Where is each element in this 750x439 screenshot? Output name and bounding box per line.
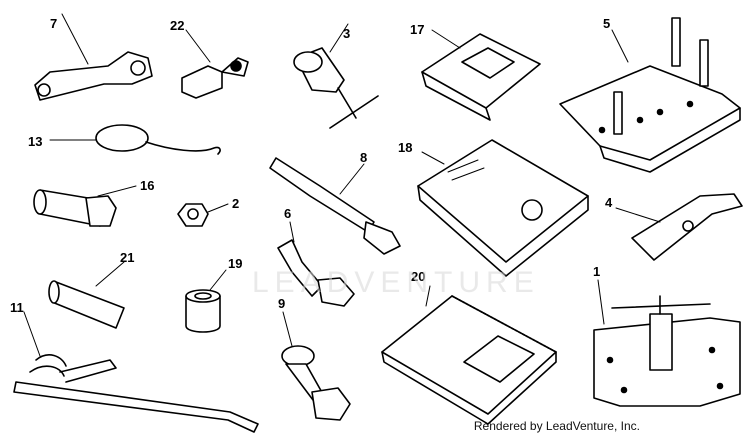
callout-2: 2	[232, 196, 239, 211]
part-7-spanner: 7	[34, 13, 153, 101]
callout-16: 16	[140, 178, 154, 193]
part-1-press-base: 1	[593, 264, 741, 407]
callout-9: 9	[278, 296, 285, 311]
part-16-socket: 16	[33, 178, 154, 227]
part-6-bolt: 6	[277, 206, 355, 307]
callout-6: 6	[284, 206, 291, 221]
part-20-notebook: 20	[381, 269, 557, 425]
callout-21: 21	[120, 250, 134, 265]
part-4-bracket: 4	[605, 193, 743, 261]
part-11-strap: 11	[10, 300, 259, 433]
callout-22: 22	[170, 18, 184, 33]
part-18-manual: 18	[398, 139, 589, 277]
part-19-collar: 19	[185, 256, 242, 333]
part-17-booklet: 17	[410, 22, 541, 121]
part-5-fixture-plate: 5	[559, 16, 741, 173]
callout-4: 4	[605, 195, 613, 210]
part-9-drift-bolt: 9	[278, 296, 351, 421]
callout-11: 11	[10, 300, 24, 315]
callout-19: 19	[228, 256, 242, 271]
part-22-key-tool: 22	[170, 18, 249, 99]
credit-text: Rendered by LeadVenture, Inc.	[473, 419, 640, 433]
callout-18: 18	[398, 140, 412, 155]
part-8-threaded-puller: 8	[269, 150, 401, 255]
callout-1: 1	[593, 264, 600, 279]
callout-13: 13	[28, 134, 42, 149]
callout-17: 17	[410, 22, 424, 37]
callout-7: 7	[50, 16, 57, 31]
part-13-wire-hook: 13	[28, 124, 221, 155]
part-3-t-handle: 3	[293, 23, 379, 129]
part-2-nut: 2	[177, 196, 239, 227]
callout-8: 8	[360, 150, 367, 165]
part-21-drift: 21	[48, 250, 134, 329]
callout-5: 5	[603, 16, 610, 31]
callout-3: 3	[343, 26, 350, 41]
callout-20: 20	[411, 269, 425, 284]
watermark: LEADVENTURE	[252, 266, 540, 299]
